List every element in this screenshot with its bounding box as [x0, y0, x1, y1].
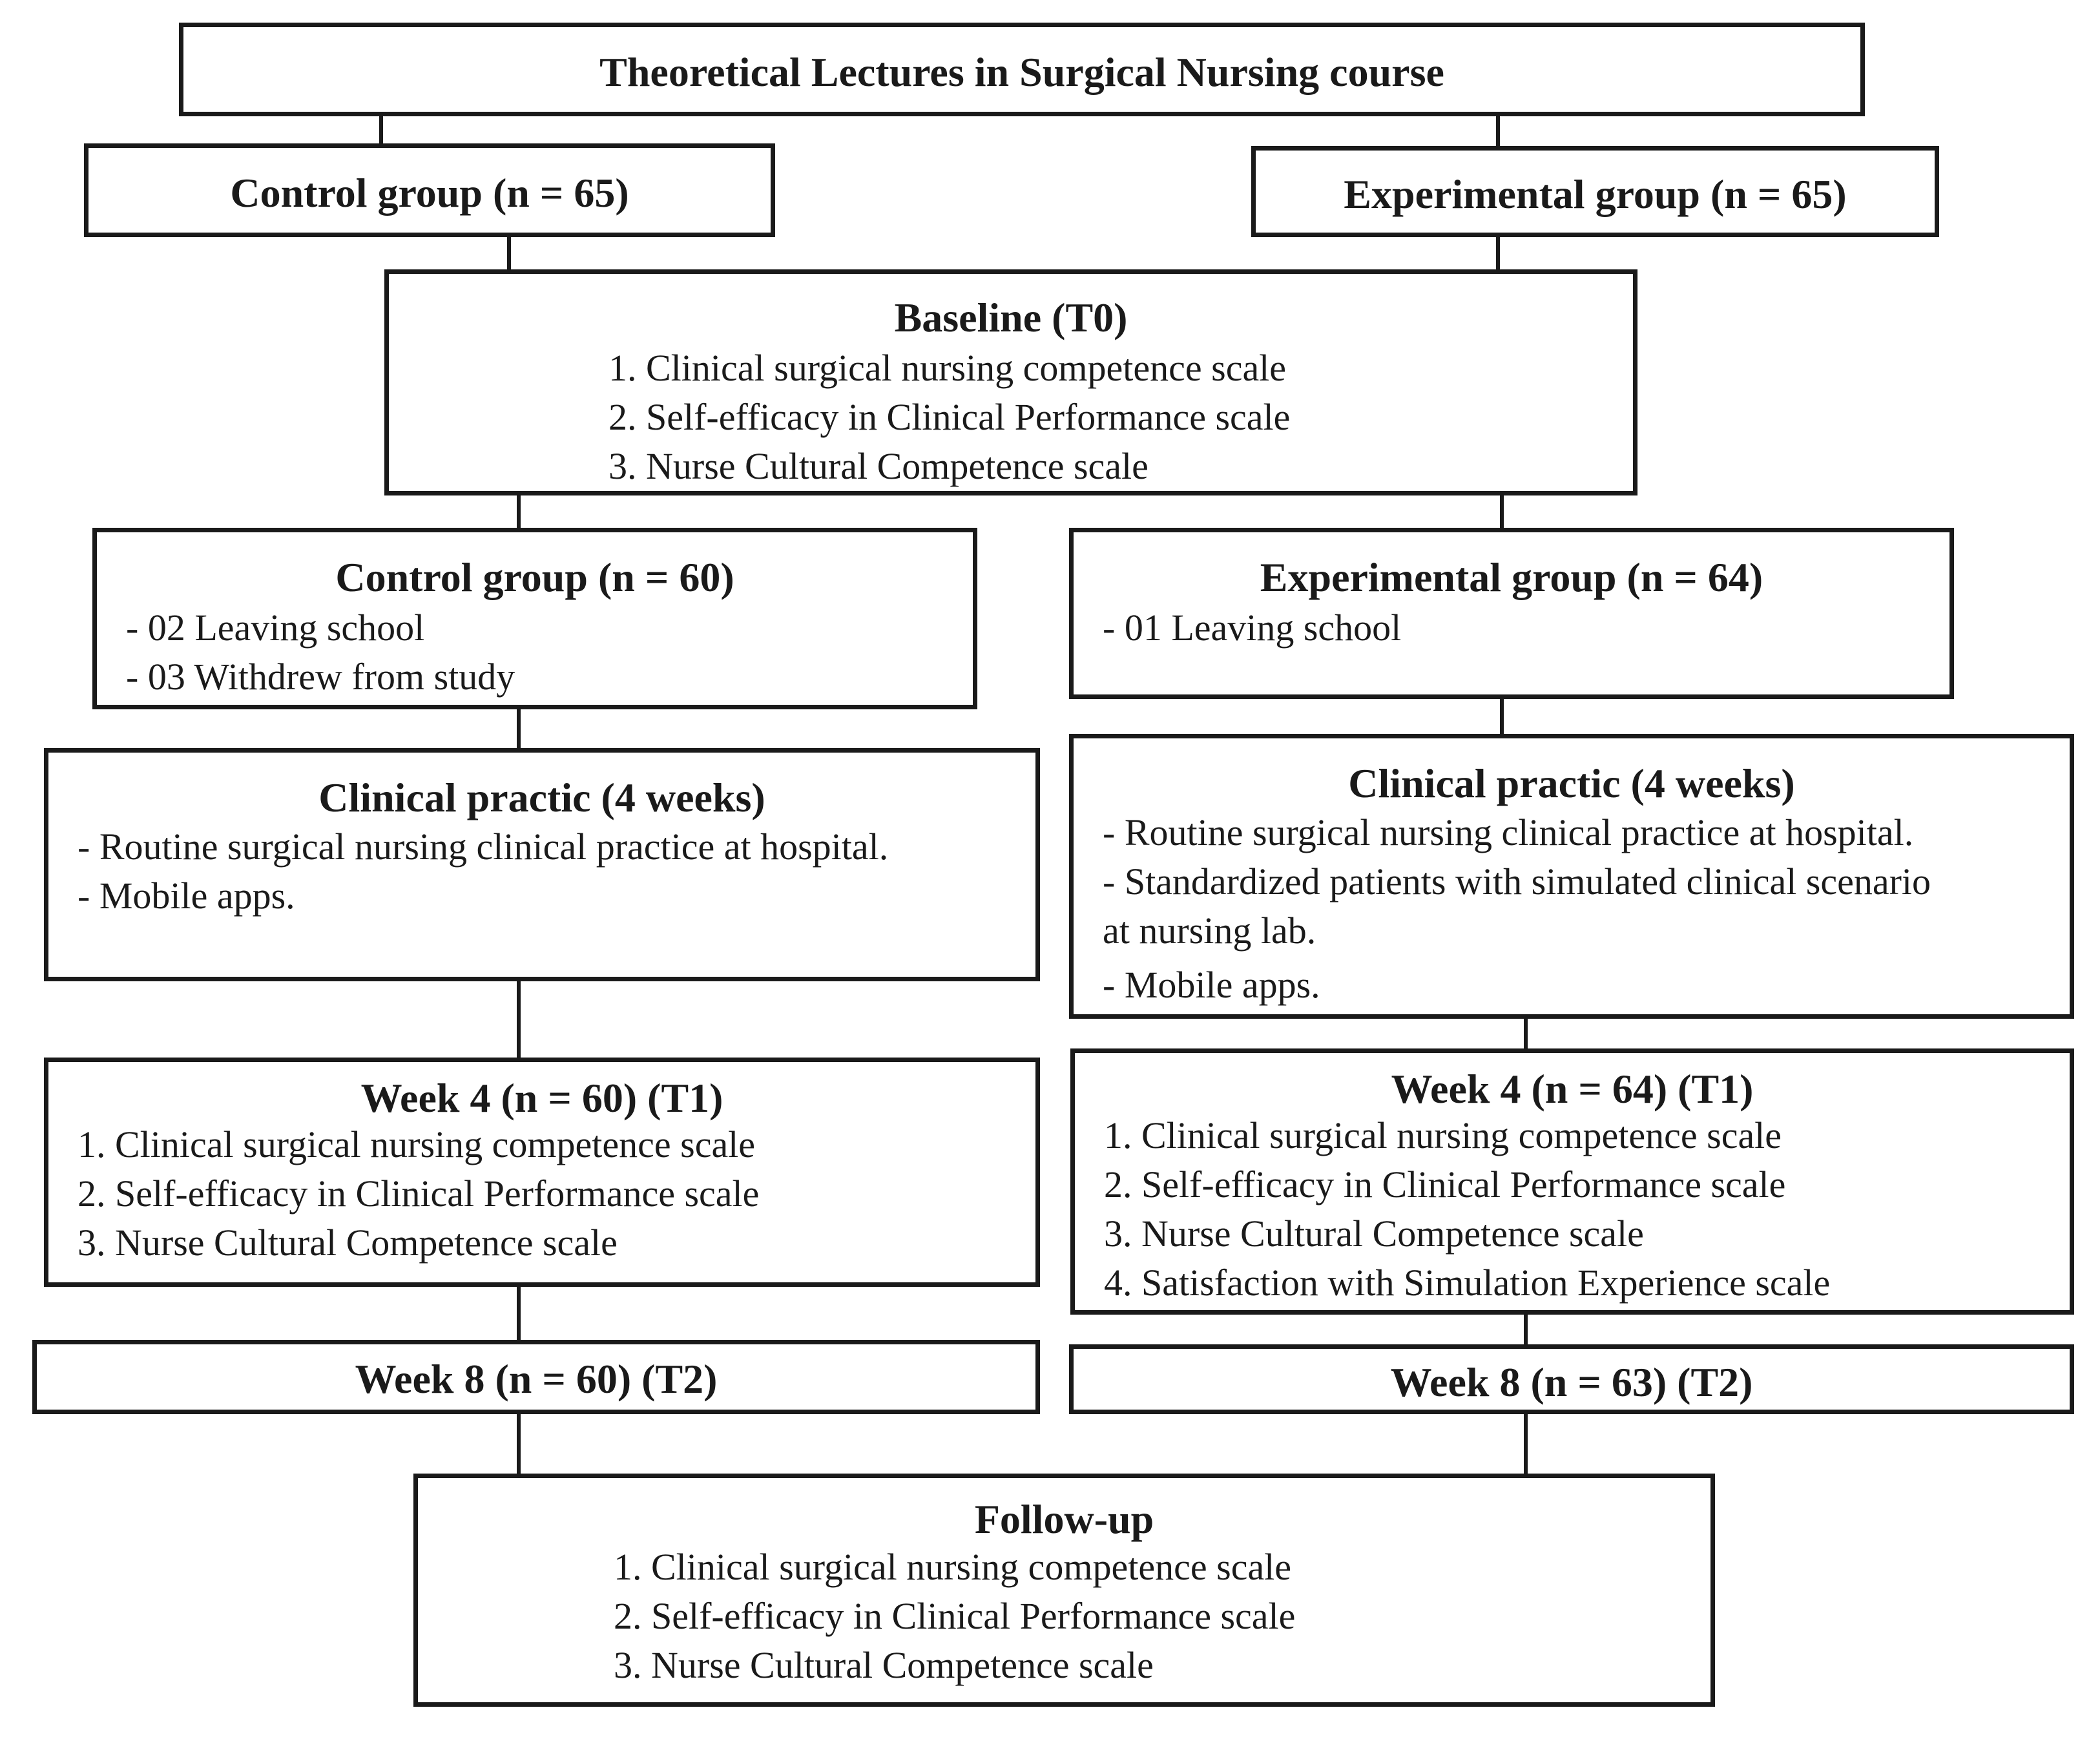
control-group-title: Control group (n = 65) — [230, 170, 629, 216]
control-practice-item: - Mobile apps. — [78, 875, 295, 917]
control-week4-box: Week 4 (n = 60) (T1) 1. Clinical surgica… — [44, 1058, 1040, 1287]
baseline-list: 1. Clinical surgical nursing competence … — [608, 344, 1290, 491]
control-practice-title: Clinical practic (4 weeks) — [318, 775, 765, 820]
experimental-after-box: Experimental group (n = 64) - 01 Leaving… — [1069, 528, 1954, 699]
connector-control-week4 — [517, 980, 521, 1059]
control-attrition-item: - 02 Leaving school — [126, 607, 425, 649]
experimental-week4-item: 1. Clinical surgical nursing competence … — [1104, 1114, 1782, 1156]
baseline-item: 3. Nurse Cultural Competence scale — [608, 445, 1149, 487]
connector-experimental-baseline — [1496, 236, 1500, 271]
theoretical-lectures-box: Theoretical Lectures in Surgical Nursing… — [179, 23, 1865, 116]
control-week4-item: 1. Clinical surgical nursing competence … — [78, 1123, 756, 1165]
connector-control-week8 — [517, 1286, 521, 1341]
control-week4-title: Week 4 (n = 60) (T1) — [360, 1075, 723, 1121]
control-after-title: Control group (n = 60) — [335, 554, 734, 600]
connector-experimental-followup — [1524, 1413, 1528, 1475]
control-week4-list: 1. Clinical surgical nursing competence … — [78, 1120, 759, 1267]
experimental-practice-item: at nursing lab. — [1103, 910, 1316, 952]
experimental-week4-list: 1. Clinical surgical nursing competence … — [1104, 1111, 1830, 1308]
connector-baseline-control — [517, 494, 521, 529]
experimental-practice-list: - Routine surgical nursing clinical prac… — [1103, 808, 1931, 1010]
connector-control-baseline — [507, 236, 511, 271]
baseline-item: 1. Clinical surgical nursing competence … — [608, 347, 1287, 389]
experimental-week4-item: 2. Self-efficacy in Clinical Performance… — [1104, 1163, 1786, 1205]
control-week4-item: 3. Nurse Cultural Competence scale — [78, 1222, 618, 1264]
baseline-title: Baseline (T0) — [894, 295, 1128, 340]
followup-item: 2. Self-efficacy in Clinical Performance… — [614, 1595, 1296, 1637]
experimental-week4-item: 3. Nurse Cultural Competence scale — [1104, 1213, 1644, 1255]
control-group-box: Control group (n = 65) — [84, 143, 775, 237]
control-practice-box: Clinical practic (4 weeks) - Routine sur… — [44, 748, 1040, 981]
experimental-group-title: Experimental group (n = 65) — [1344, 171, 1847, 217]
control-after-list: - 02 Leaving school - 03 Withdrew from s… — [126, 603, 515, 702]
followup-item: 3. Nurse Cultural Competence scale — [614, 1644, 1154, 1686]
control-week8-box: Week 8 (n = 60) (T2) — [32, 1340, 1040, 1414]
control-practice-item: - Routine surgical nursing clinical prac… — [78, 826, 889, 868]
experimental-week4-box: Week 4 (n = 64) (T1) 1. Clinical surgica… — [1070, 1048, 2074, 1315]
connector-top-control — [379, 115, 383, 145]
connector-experimental-week8 — [1524, 1313, 1528, 1346]
control-attrition-item: - 03 Withdrew from study — [126, 656, 515, 698]
followup-box: Follow-up 1. Clinical surgical nursing c… — [413, 1474, 1715, 1707]
experimental-practice-item: - Standardized patients with simulated c… — [1103, 860, 1931, 902]
experimental-group-box: Experimental group (n = 65) — [1251, 146, 1939, 237]
experimental-practice-item: - Mobile apps. — [1103, 964, 1320, 1006]
experimental-week4-title: Week 4 (n = 64) (T1) — [1391, 1066, 1754, 1112]
connector-control-practice — [517, 708, 521, 749]
baseline-box: Baseline (T0) 1. Clinical surgical nursi… — [384, 269, 1637, 495]
connector-experimental-week4 — [1524, 1017, 1528, 1050]
baseline-item: 2. Self-efficacy in Clinical Performance… — [608, 396, 1291, 438]
followup-item: 1. Clinical surgical nursing competence … — [614, 1546, 1292, 1588]
control-week4-item: 2. Self-efficacy in Clinical Performance… — [78, 1173, 760, 1215]
experimental-attrition-item: - 01 Leaving school — [1103, 607, 1402, 649]
followup-title: Follow-up — [974, 1496, 1154, 1542]
experimental-after-title: Experimental group (n = 64) — [1260, 554, 1763, 600]
control-after-box: Control group (n = 60) - 02 Leaving scho… — [92, 528, 977, 709]
connector-control-followup — [517, 1413, 521, 1475]
experimental-practice-item: - Routine surgical nursing clinical prac… — [1103, 811, 1914, 853]
control-week8-title: Week 8 (n = 60) (T2) — [355, 1356, 718, 1402]
experimental-week8-box: Week 8 (n = 63) (T2) — [1069, 1344, 2074, 1414]
connector-experimental-practice — [1500, 698, 1504, 735]
experimental-week8-title: Week 8 (n = 63) (T2) — [1390, 1359, 1753, 1405]
connector-baseline-experimental — [1500, 494, 1504, 529]
followup-list: 1. Clinical surgical nursing competence … — [614, 1543, 1295, 1690]
theoretical-lectures-title: Theoretical Lectures in Surgical Nursing… — [599, 49, 1444, 95]
control-practice-list: - Routine surgical nursing clinical prac… — [78, 822, 888, 921]
connector-top-experimental — [1496, 115, 1500, 147]
experimental-week4-item: 4. Satisfaction with Simulation Experien… — [1104, 1262, 1831, 1304]
experimental-practice-title: Clinical practic (4 weeks) — [1348, 760, 1795, 806]
experimental-after-list: - 01 Leaving school — [1103, 603, 1401, 652]
experimental-practice-box: Clinical practic (4 weeks) - Routine sur… — [1069, 734, 2074, 1019]
